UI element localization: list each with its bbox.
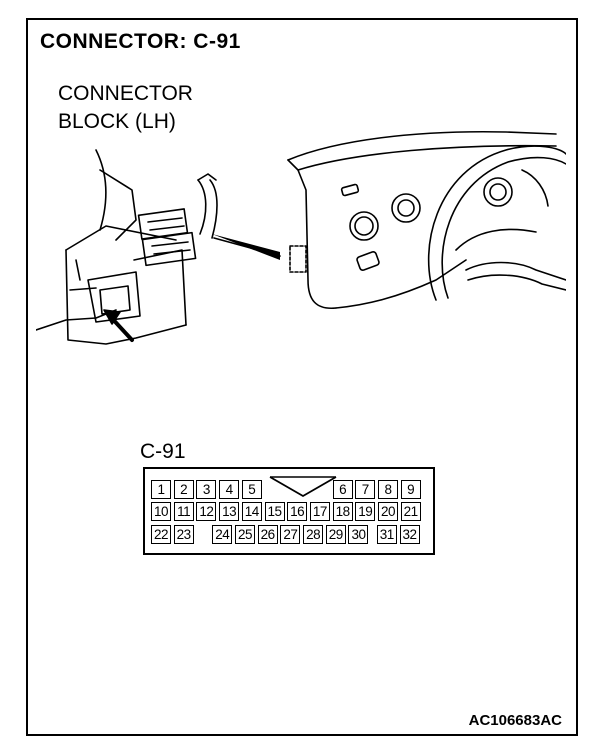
connector-pin: 3: [196, 480, 217, 499]
connector-face-outline: [143, 467, 435, 555]
connector-pin: 14: [241, 502, 262, 521]
connector-pin: 21: [400, 502, 421, 521]
connector-pin: 19: [355, 502, 376, 521]
connector-pin: 13: [219, 502, 240, 521]
connector-pin: 1: [151, 480, 171, 499]
connector-pin: 15: [264, 502, 285, 521]
connector-pin: 32: [399, 525, 420, 544]
connector-pin: 10: [151, 502, 171, 521]
diagram-title: CONNECTOR: C-91: [40, 30, 241, 53]
connector-block-label-line2: BLOCK (LH): [58, 110, 176, 133]
connector-block-label-line1: CONNECTOR: [58, 82, 193, 105]
connector-block-label: CONNECTOR BLOCK (LH): [58, 80, 193, 136]
connector-pin: 12: [196, 502, 217, 521]
connector-pin: 17: [309, 502, 330, 521]
connector-pin: 7: [355, 480, 376, 499]
connector-pin: 25: [234, 525, 255, 544]
connector-pin: 16: [287, 502, 308, 521]
connector-pin: 2: [173, 480, 194, 499]
connector-pin: 27: [280, 525, 301, 544]
connector-face-label: C-91: [140, 440, 186, 463]
connector-pin: 9: [400, 480, 421, 499]
connector-pin: 6: [332, 480, 353, 499]
connector-pin: 30: [348, 525, 369, 544]
connector-pin: 31: [376, 525, 397, 544]
connector-pin: 18: [332, 502, 353, 521]
connector-pin: 26: [257, 525, 278, 544]
location-illustration: [36, 130, 566, 345]
connector-pin: 23: [173, 525, 194, 544]
connector-pin: 20: [378, 502, 398, 521]
connector-pin: 24: [212, 525, 233, 544]
connector-pin: 5: [241, 480, 262, 499]
connector-pin: 4: [219, 480, 240, 499]
connector-key-notch: [269, 476, 337, 498]
diagram-frame: [26, 18, 578, 736]
connector-pin: 8: [378, 480, 398, 499]
connector-pin: 29: [325, 525, 346, 544]
connector-pin: 28: [303, 525, 324, 544]
connector-pin: 22: [151, 525, 171, 544]
reference-code: AC106683AC: [468, 712, 562, 729]
connector-pin: 11: [173, 502, 194, 521]
